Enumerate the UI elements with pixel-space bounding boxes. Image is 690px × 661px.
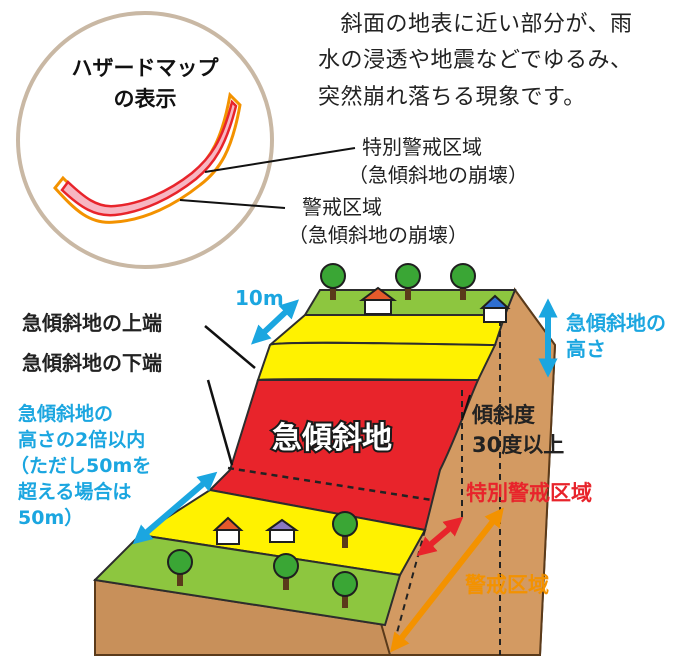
tree-icon (395, 263, 421, 300)
hazard-map-legend: ハザードマップ の表示 (16, 11, 356, 269)
angle-leader (461, 394, 471, 421)
svg-text:（ただし50mを: （ただし50mを (10, 454, 151, 477)
description-line-3: 突然崩れ落ちる現象です。 (318, 85, 586, 110)
height-label-line-1: 急傾斜地の (566, 311, 666, 335)
tree-icon (450, 263, 476, 300)
slope-bottom-label: 急傾斜地の下端 (22, 351, 162, 375)
legend-special-zone-sublabel: （急傾斜地の崩壊） (348, 163, 528, 187)
legend-warning-zone-label: 警戒区域 (302, 195, 382, 219)
top-yellow-band (269, 314, 507, 347)
height-label-line-2: 高さ (566, 337, 606, 361)
warning-zone-leader (179, 199, 286, 209)
tree-icon (332, 571, 358, 608)
slope-top-leader (204, 325, 256, 369)
legend-warning-zone-sublabel: （急傾斜地の崩壊） (288, 223, 468, 247)
warning-zone-arrow (390, 507, 504, 653)
house-icon (359, 286, 397, 315)
width-10m-arrow (251, 299, 299, 345)
tree-icon (332, 511, 358, 548)
steep-slope-title: 急傾斜地 (272, 421, 392, 456)
angle-label-line-1: 傾斜度 (471, 403, 535, 427)
svg-text:急傾斜地の: 急傾斜地の (18, 402, 113, 425)
slope-bottom-dashed-line (227, 466, 433, 502)
house-icon (264, 518, 300, 543)
special-zone-label: 特別警戒区域 (466, 481, 592, 505)
angle-label-line-2: 30度以上 (472, 433, 564, 457)
warning-zone-label: 警戒区域 (464, 573, 549, 597)
slope-bottom-leader (206, 379, 234, 466)
svg-text:50m）: 50m） (18, 506, 83, 529)
legend-title-line-1: ハザードマップ (72, 56, 220, 80)
svg-text:超える場合は: 超える場合は (17, 480, 131, 503)
legend-special-zone-label: 特別警戒区域 (362, 135, 482, 159)
svg-text:高さの2倍以内: 高さの2倍以内 (18, 428, 145, 451)
description-line-1: 斜面の地表に近い部分が、雨 (318, 12, 633, 37)
terrain-block (92, 287, 557, 656)
upper-slope-yellow (256, 341, 497, 382)
width-10m-label: 10m (235, 286, 284, 310)
tree-icon (167, 549, 193, 586)
special-zone-leader (204, 147, 356, 173)
legend-circle (16, 11, 274, 269)
house-icon (479, 294, 511, 323)
twice-height-arrow (132, 471, 218, 545)
house-icons (212, 286, 511, 545)
legend-title-line-2: の表示 (114, 87, 177, 111)
tree-icon (320, 263, 346, 300)
slope-top-label: 急傾斜地の上端 (22, 311, 162, 335)
special-zone-swatch (60, 99, 238, 217)
tree-icons (167, 263, 476, 608)
twice-height-label: 急傾斜地の 高さの2倍以内 （ただし50mを 超える場合は 50m） (10, 402, 151, 529)
tree-icon (273, 553, 299, 590)
description-line-2: 水の浸透や地震などでゆるみ、 (318, 48, 633, 73)
